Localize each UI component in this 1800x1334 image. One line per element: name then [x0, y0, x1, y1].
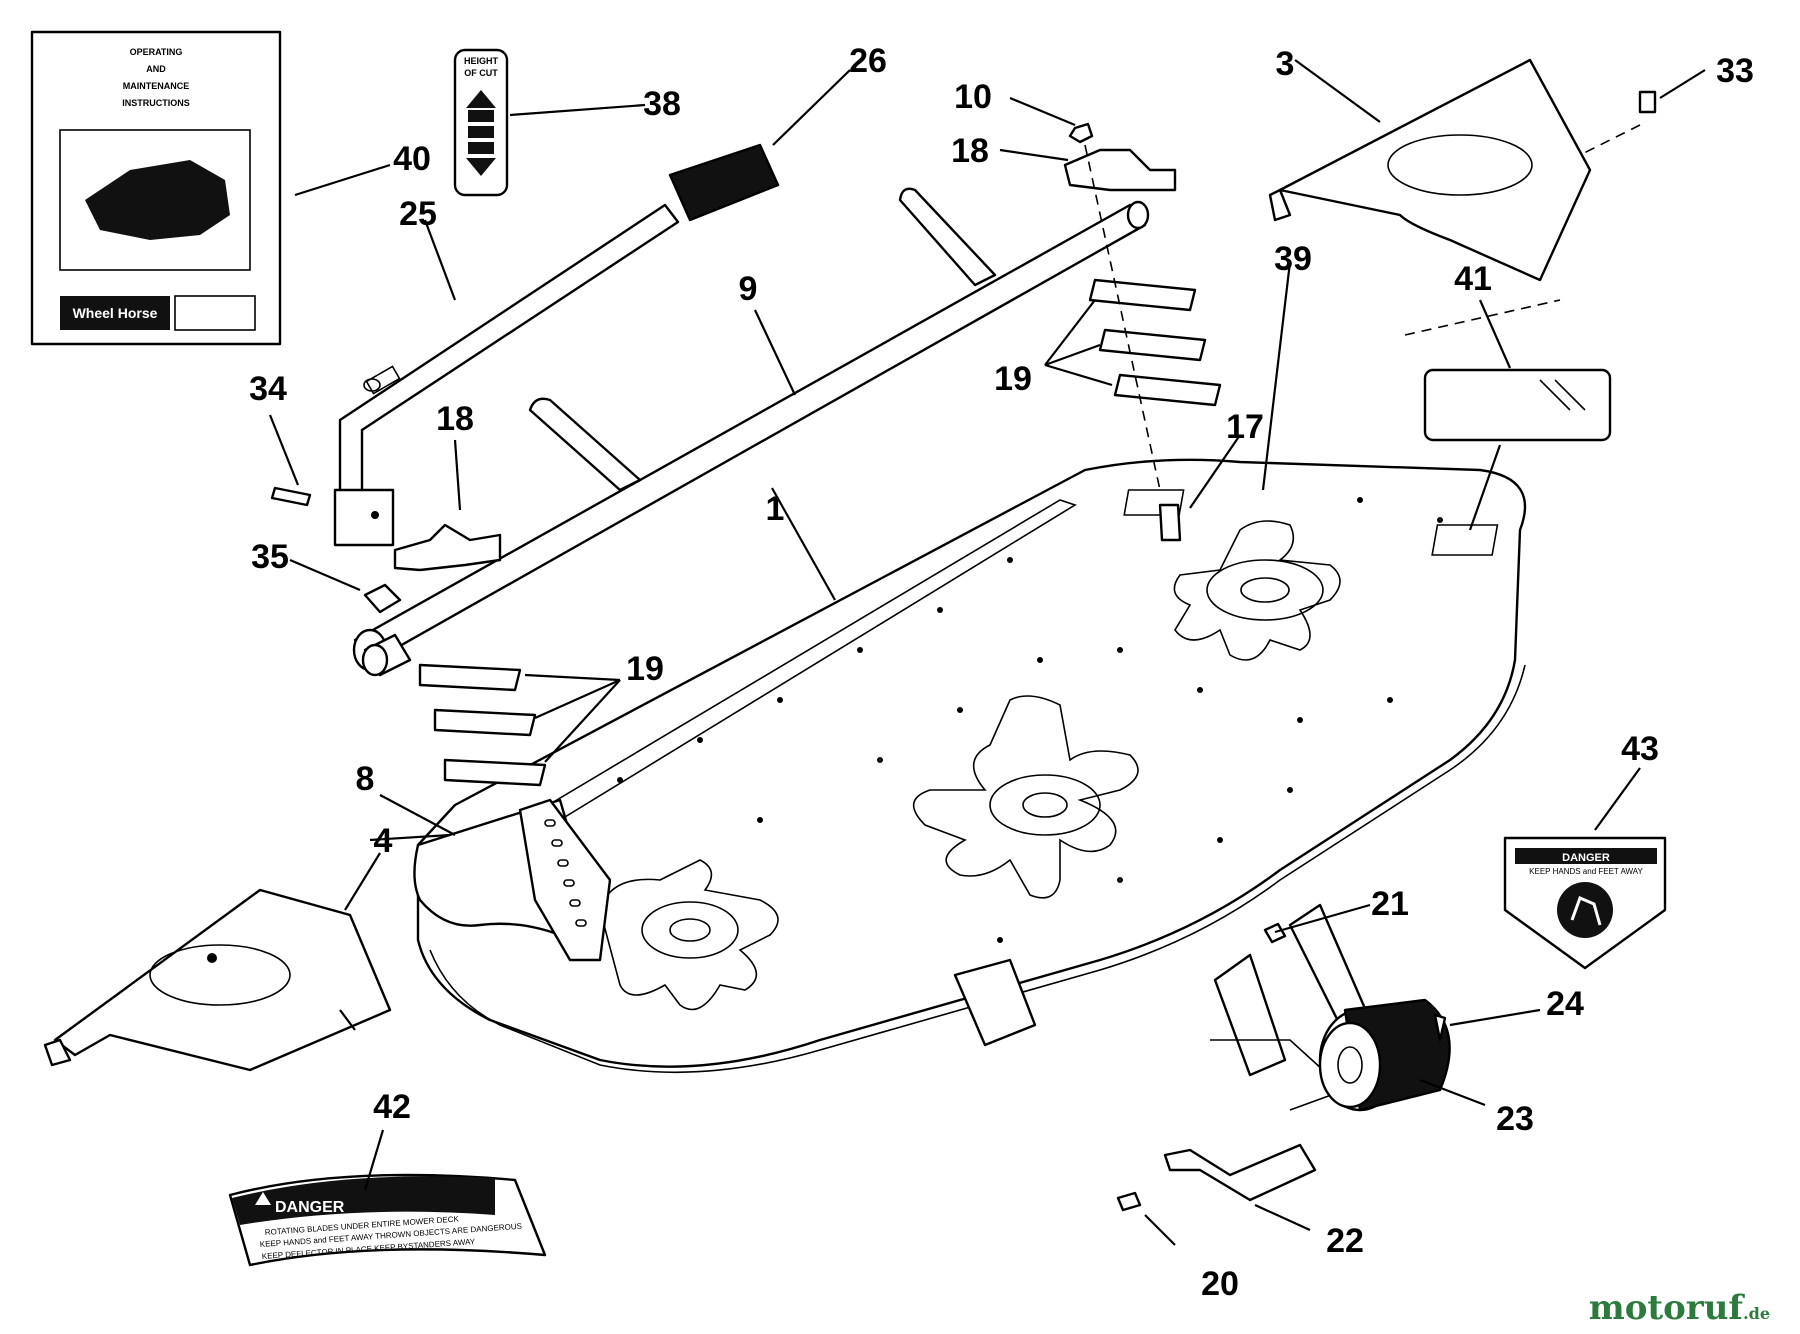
shield-3 [1268, 58, 1592, 282]
spindle-center [912, 695, 1139, 899]
assembly-line-41 [1404, 299, 1561, 336]
callout-42: 42 [373, 1088, 411, 1126]
gauge-wheel-assembly [1116, 903, 1451, 1212]
warning-shield-decal: DANGER KEEP HANDS and FEET AWAY [1503, 836, 1667, 970]
bracket-18-left [393, 523, 502, 572]
callout-35: 35 [251, 538, 289, 576]
manual-brand: Wheel Horse [73, 305, 158, 321]
roller-23 [1318, 998, 1451, 1112]
callout-39: 39 [1274, 240, 1312, 278]
bolt-33 [1638, 90, 1657, 114]
nut-21 [1263, 922, 1287, 944]
callout-9: 9 [739, 270, 758, 308]
callout-26: 26 [849, 42, 887, 80]
spindle-left [599, 859, 779, 1011]
leader-lines [268, 59, 1706, 1246]
watermark: motoruf.de [1589, 1288, 1770, 1328]
callout-3: 3 [1276, 45, 1295, 83]
axle-22 [1163, 1143, 1317, 1202]
manual-tractor-picture [85, 160, 230, 240]
callout-18-left: 18 [436, 400, 474, 438]
manual-line2: AND [146, 64, 166, 74]
callout-4: 4 [374, 822, 393, 860]
danger-decal-title: DANGER [275, 1199, 345, 1216]
wheel-bracket [1213, 953, 1287, 1077]
lift-shaft [352, 187, 1150, 677]
height-decal-line1: HEIGHT [464, 56, 499, 66]
callout-numbers: 1 3 4 8 9 10 17 18 18 19 19 20 21 22 23 … [249, 42, 1754, 1303]
watermark-name: motoruf [1588, 1288, 1744, 1328]
callout-17: 17 [1226, 408, 1264, 446]
deck-holes [617, 497, 1443, 943]
callout-24: 24 [1546, 985, 1584, 1023]
callout-8: 8 [356, 760, 375, 798]
bolt-17 [1158, 503, 1182, 542]
callout-34: 34 [249, 370, 287, 408]
callout-10: 10 [954, 78, 992, 116]
decal-41 [1423, 368, 1612, 442]
assembly-line-33 [1579, 124, 1641, 156]
watermark-tld: .de [1743, 1304, 1770, 1323]
height-lever [333, 203, 680, 547]
deck-decal-39 [1123, 489, 1185, 516]
callout-41: 41 [1454, 260, 1492, 298]
height-decal-line2: OF CUT [464, 68, 498, 78]
callout-40: 40 [393, 140, 431, 178]
spacer-plates-bottom [418, 663, 547, 787]
nut-10 [1068, 122, 1094, 144]
cotter-pin-24 [1433, 1013, 1447, 1042]
callout-18-top: 18 [951, 132, 989, 170]
callout-43: 43 [1621, 730, 1659, 768]
deck-tab [953, 958, 1037, 1047]
callout-19-bottom: 19 [626, 650, 664, 688]
callout-33: 33 [1716, 52, 1754, 90]
danger-decal: DANGER ROTATING BLADES UNDER ENTIRE MOWE… [228, 1173, 547, 1267]
assembly-line-10 [1084, 144, 1161, 491]
deflector-slots [544, 819, 587, 927]
spindle-right [1173, 520, 1341, 661]
shield-decal-hand-icon [1557, 882, 1613, 938]
pin [270, 486, 312, 507]
callout-23: 23 [1496, 1100, 1534, 1138]
lever-grip [668, 143, 780, 222]
bolt-20 [1116, 1191, 1142, 1212]
callout-22: 22 [1326, 1222, 1364, 1260]
deck-decal-41 [1431, 524, 1499, 556]
callout-38: 38 [643, 85, 681, 123]
shield-decal-title: DANGER [1562, 852, 1610, 864]
operating-manual: OPERATING AND MAINTENANCE INSTRUCTIONS W… [30, 30, 282, 346]
mower-deck [413, 458, 1527, 1074]
manual-line3: MAINTENANCE [123, 81, 190, 91]
shield-4 [43, 888, 392, 1072]
height-of-cut-decal: HEIGHT OF CUT [453, 48, 509, 197]
manual-brand-box [60, 296, 170, 330]
clip [363, 583, 402, 614]
callout-1: 1 [766, 490, 785, 528]
callout-21: 21 [1371, 885, 1409, 923]
callout-19-top: 19 [994, 360, 1032, 398]
spacer-plates-top [1088, 278, 1222, 407]
manual-line1: OPERATING [130, 47, 183, 57]
manual-line4: INSTRUCTIONS [122, 98, 190, 108]
callout-20: 20 [1201, 1265, 1239, 1303]
shield-decal-line1: KEEP HANDS and FEET AWAY [1529, 867, 1643, 876]
callout-25: 25 [399, 195, 437, 233]
bracket-18-top [1063, 148, 1177, 192]
